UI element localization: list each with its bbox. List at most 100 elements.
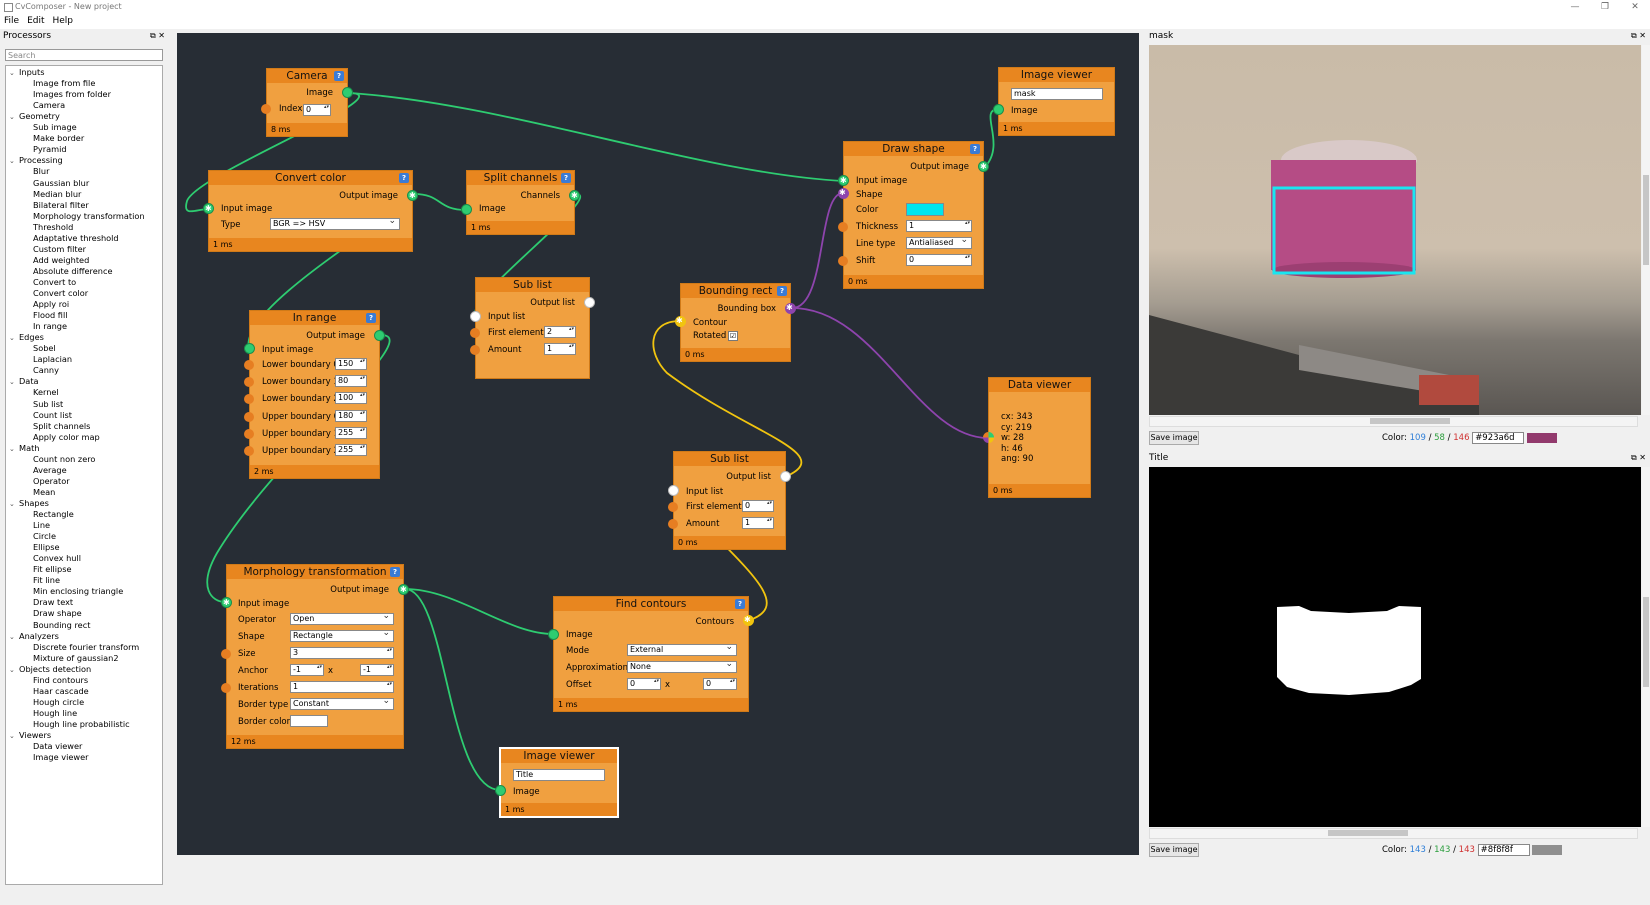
title-image-view[interactable] (1149, 467, 1641, 827)
panel-buttons[interactable]: ⧉ ✕ (1631, 453, 1646, 462)
tree-item[interactable]: Laplacian (33, 354, 73, 365)
param-port[interactable] (244, 360, 254, 370)
offset-x-spinbox[interactable]: 0 (627, 678, 661, 690)
param-port[interactable] (470, 345, 480, 355)
close-icon[interactable]: ✕ (1631, 2, 1639, 12)
input-port[interactable] (838, 175, 849, 186)
viewer-name-input[interactable]: Title (513, 769, 605, 781)
tree-category[interactable]: ⌄Edges (9, 332, 44, 343)
boundary-spinbox[interactable]: 255 (335, 426, 367, 439)
tree-category[interactable]: ⌄Analyzers (9, 631, 59, 642)
chevron-down-icon[interactable]: ⌄ (9, 334, 15, 343)
tree-item[interactable]: Median blur (33, 188, 82, 199)
tree-item[interactable]: Convert color (33, 288, 89, 298)
node-in-range[interactable]: In range? Output image Input image Lower… (244, 311, 385, 478)
node-title[interactable]: Image viewer (501, 749, 617, 763)
anchor-y-spinbox[interactable]: -1 (360, 664, 394, 676)
tree-item[interactable]: Ellipse (33, 542, 60, 553)
tree-category[interactable]: ⌄Viewers (9, 730, 51, 741)
horizontal-scrollbar[interactable] (1149, 828, 1638, 839)
save-image-button[interactable]: Save image (1149, 431, 1199, 445)
approximation-combobox[interactable]: None (627, 661, 737, 673)
tree-item[interactable]: Morphology transformation (33, 210, 145, 221)
node-sub-list-2[interactable]: Sub list Output list Input list First el… (668, 452, 791, 549)
tree-item[interactable]: Make border (33, 133, 85, 144)
color-hex-field[interactable]: #8f8f8f (1477, 844, 1530, 856)
tree-item[interactable]: Flood fill (33, 310, 68, 321)
tree-category[interactable]: ⌄Processing (9, 155, 63, 166)
help-icon[interactable]: ? (735, 599, 745, 609)
shape-port[interactable] (838, 188, 849, 199)
viewer-name-input[interactable]: mask (1011, 88, 1103, 100)
operator-combobox[interactable]: Open (290, 613, 394, 625)
tree-item[interactable]: Sobel (33, 343, 56, 354)
tree-category[interactable]: ⌄Shapes (9, 498, 49, 509)
node-editor-canvas[interactable]: Camera? Image Index 0 8 ms Convert color… (177, 33, 1139, 855)
param-port[interactable] (244, 411, 254, 422)
node-title[interactable]: Sub list (674, 452, 785, 466)
panel-buttons[interactable]: ⧉ ✕ (150, 31, 165, 40)
chevron-down-icon[interactable]: ⌄ (9, 732, 15, 740)
output-port[interactable] (342, 87, 353, 98)
input-port[interactable] (470, 311, 481, 322)
tree-item[interactable]: Data viewer (33, 741, 83, 752)
tree-item[interactable]: Count list (33, 409, 72, 420)
tree-item[interactable]: Convert to (33, 276, 77, 287)
chevron-down-icon[interactable]: ⌄ (9, 632, 15, 641)
param-port[interactable] (838, 222, 848, 232)
tree-item[interactable]: Threshold (33, 221, 74, 232)
chevron-down-icon[interactable]: ⌄ (9, 378, 15, 387)
panel-buttons[interactable]: ⧉ ✕ (1631, 31, 1646, 40)
boundary-spinbox[interactable]: 180 (335, 409, 367, 422)
output-port[interactable] (374, 330, 385, 341)
menu-file[interactable]: File (4, 16, 20, 26)
index-spinbox[interactable]: 0 (303, 104, 331, 116)
tree-item[interactable]: In range (33, 321, 68, 332)
output-port[interactable] (569, 190, 580, 201)
vertical-scrollbar[interactable] (1642, 467, 1650, 827)
tree-item[interactable]: Image from file (33, 78, 96, 89)
line-type-combobox[interactable]: Antialiased (906, 237, 972, 249)
vertical-scrollbar[interactable] (1642, 45, 1650, 415)
chevron-down-icon[interactable]: ⌄ (9, 499, 15, 508)
tree-item[interactable]: Mixture of gaussian2 (33, 652, 119, 663)
param-port[interactable] (244, 428, 254, 439)
chevron-down-icon[interactable]: ⌄ (9, 444, 15, 453)
data-input-port[interactable] (983, 432, 994, 443)
param-port[interactable] (244, 446, 254, 456)
input-port[interactable] (203, 203, 214, 214)
border-type-combobox[interactable]: Constant (290, 698, 394, 710)
output-port[interactable] (978, 161, 989, 172)
output-port[interactable] (780, 471, 791, 482)
tree-category[interactable]: ⌄Geometry (9, 111, 60, 122)
tree-item[interactable]: Adaptative threshold (33, 232, 119, 243)
param-port[interactable] (668, 519, 678, 529)
tree-item[interactable]: Find contours (33, 674, 89, 685)
tree-item[interactable]: Image viewer (33, 752, 89, 763)
mask-image-view[interactable] (1149, 45, 1641, 415)
tree-item[interactable]: Haar cascade (33, 685, 89, 696)
input-port[interactable] (244, 343, 255, 354)
boundary-spinbox[interactable]: 150 (335, 358, 367, 370)
input-port[interactable] (495, 785, 506, 796)
restore-icon[interactable]: ❐ (1600, 2, 1610, 12)
tree-item[interactable]: Apply roi (33, 299, 70, 310)
tree-item[interactable]: Canny (33, 365, 59, 376)
tree-item[interactable]: Bilateral filter (33, 199, 89, 210)
type-combobox[interactable]: BGR => HSV (270, 218, 400, 230)
boundary-spinbox[interactable]: 80 (335, 375, 367, 388)
node-title[interactable]: Find contours? (554, 597, 748, 611)
help-icon[interactable]: ? (970, 144, 980, 154)
node-morphology-transformation[interactable]: Morphology transformation? Output image … (221, 565, 409, 748)
menu-edit[interactable]: Edit (27, 16, 45, 26)
tree-category[interactable]: ⌄Data (9, 376, 39, 387)
help-icon[interactable]: ? (366, 313, 376, 323)
color-hex-field[interactable]: #923a6d (1472, 432, 1525, 444)
search-input[interactable]: Search (5, 49, 163, 61)
node-title[interactable]: Data viewer (989, 378, 1090, 392)
tree-item[interactable]: Hough line probabilistic (33, 718, 130, 729)
param-port[interactable] (838, 256, 848, 266)
first-element-spinbox[interactable]: 2 (544, 326, 576, 338)
chevron-down-icon[interactable]: ⌄ (9, 157, 15, 166)
